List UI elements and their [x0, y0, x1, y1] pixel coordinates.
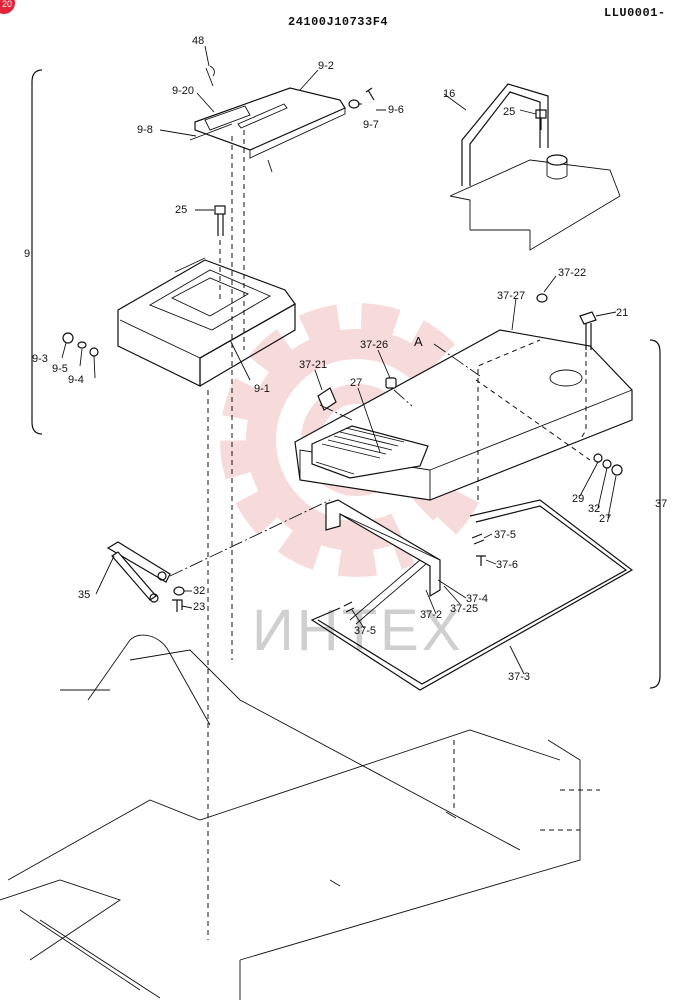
callout-27-right: 27	[599, 513, 611, 525]
page-code: LLU0001-	[604, 6, 666, 20]
callout-37-22: 37-22	[558, 267, 586, 279]
group-37-label: 37	[655, 498, 667, 510]
callout-37-25: 37-25	[450, 603, 478, 615]
corner-badge: 20	[0, 0, 15, 14]
callout-labels: 48 9-2 9-20 9-8 9-6 9-7 16 25 25 37-22 3…	[32, 35, 628, 683]
part-23-bolt	[172, 599, 183, 612]
part-35-linkage	[106, 541, 171, 603]
callout-32-left: 32	[193, 585, 205, 597]
machine-body	[0, 634, 600, 1000]
group-9-label: 9	[24, 248, 30, 260]
callout-9-6: 9-6	[388, 104, 404, 116]
part-9-5-washer	[77, 341, 87, 349]
part-37-5-pin-upper	[471, 533, 485, 545]
callout-25-left: 25	[175, 204, 187, 216]
part-9-7-washer	[348, 99, 360, 109]
part-9-3-nut	[62, 332, 74, 344]
callout-9-20: 9-20	[172, 85, 194, 97]
callout-37-5-lower: 37-5	[354, 625, 376, 637]
callout-37-4: 37-4	[466, 593, 488, 605]
callout-9-5: 9-5	[52, 363, 68, 375]
callout-21: 21	[616, 307, 628, 319]
group-9-bracket	[31, 69, 43, 435]
assembly-guide-lines	[169, 130, 591, 940]
hydraulic-tank-top	[449, 154, 621, 251]
part-9-6-pin	[365, 87, 375, 101]
watermark-text: ИНТЕХ	[252, 598, 463, 663]
view-marker-a: A	[414, 334, 423, 349]
part-32-washer-left	[173, 586, 185, 596]
callout-37-21: 37-21	[299, 359, 327, 371]
part-21-bolt	[579, 311, 597, 350]
part-37-22-grommet	[536, 293, 548, 303]
leader-lines	[61, 45, 617, 675]
corner-badge-text: 20	[2, 0, 12, 9]
part-16-handle	[461, 83, 549, 186]
part-29-washer	[593, 453, 603, 463]
part-37-26-knob	[385, 377, 397, 389]
callout-35: 35	[78, 589, 90, 601]
callout-37-2: 37-2	[420, 609, 442, 621]
part-27-nut-right	[611, 464, 623, 476]
callout-23: 23	[193, 601, 205, 613]
callout-9-7: 9-7	[363, 119, 379, 131]
part-37-2-frame	[325, 499, 441, 625]
part-37-6-screw	[476, 555, 486, 566]
callout-32-right: 32	[588, 503, 600, 515]
callout-16: 16	[443, 88, 455, 100]
callout-37-27: 37-27	[497, 290, 525, 302]
part-9-2-plate	[189, 65, 346, 173]
part-number: 24100J10733F4	[288, 15, 388, 29]
part-37-5-pin-lower	[343, 601, 355, 613]
callout-9-2: 9-2	[318, 60, 334, 72]
callout-27-top: 27	[350, 377, 362, 389]
callout-37-5-upper: 37-5	[494, 529, 516, 541]
callout-37-6: 37-6	[496, 559, 518, 571]
part-9-1-box	[117, 257, 296, 387]
part-25-bolt-right	[535, 109, 547, 130]
callout-29: 29	[572, 493, 584, 505]
callout-9-3: 9-3	[32, 353, 48, 365]
part-9-4-washer	[89, 347, 99, 357]
group-37-bracket	[649, 339, 661, 689]
callout-9-8: 9-8	[137, 124, 153, 136]
callout-37-26: 37-26	[360, 339, 388, 351]
part-32-washer-right	[602, 459, 612, 469]
callout-25-right: 25	[503, 106, 515, 118]
part-27-vent-grille	[311, 425, 429, 479]
part-25-bolt-left	[214, 205, 226, 236]
callout-9-4: 9-4	[68, 374, 84, 386]
callout-9-1: 9-1	[254, 383, 270, 395]
callout-48: 48	[192, 35, 204, 47]
callout-37-3: 37-3	[508, 671, 530, 683]
part-37-21-clip	[317, 387, 337, 411]
part-37-3-wire-frame	[310, 499, 634, 691]
